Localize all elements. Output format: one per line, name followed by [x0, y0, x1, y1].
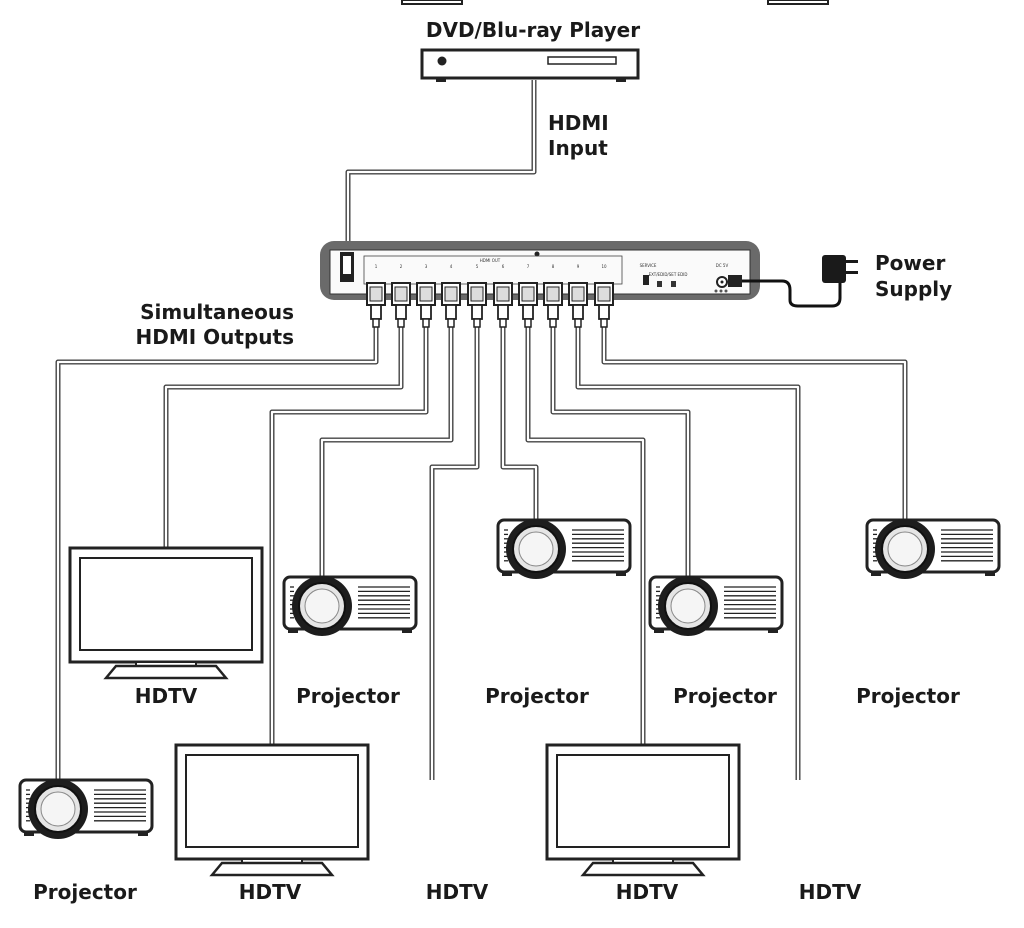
output-cable-4: [319, 300, 454, 577]
device-label-8: Projector: [673, 684, 777, 708]
device-label-4: Projector: [296, 684, 400, 708]
simultaneous-outputs-label-line2: HDMI Outputs: [136, 325, 294, 349]
port-number-10: 10: [601, 264, 607, 269]
edid-label: EXT/EDID/SET EDID: [649, 272, 688, 277]
output-cable-6: [500, 300, 539, 548]
port-number-8: 8: [552, 264, 555, 269]
hdtv-7: HDTV: [545, 743, 741, 904]
projector-8: Projector: [648, 575, 784, 708]
output-cable-5: [429, 300, 480, 780]
hdmi-output-connector-7: [518, 282, 538, 328]
hdmi-output-connector-5: [467, 282, 487, 328]
device-label-1: HDTV: [135, 684, 198, 708]
output-cable-7: [525, 300, 646, 745]
device-label-2: Projector: [33, 880, 137, 904]
hdmi-output-connector-9: [568, 282, 588, 328]
device-label-9: HDTV: [799, 880, 862, 904]
hdmi-output-connector-2: [391, 282, 411, 328]
port-number-7: 7: [527, 264, 530, 269]
hdtv-5: HDTV: [402, 0, 489, 904]
simultaneous-outputs-label-line1: Simultaneous: [140, 300, 294, 324]
device-label-10: Projector: [856, 684, 960, 708]
output-cable-1: [55, 300, 379, 780]
power-cable: [728, 275, 842, 308]
output-cable-10: [601, 300, 908, 548]
output-cable-2: [163, 300, 404, 548]
output-cables: [55, 300, 908, 780]
dc-label: DC 5V: [716, 263, 729, 268]
device-label-5: HDTV: [426, 880, 489, 904]
hdmi-output-connector-10: [594, 282, 614, 328]
source-label: DVD/Blu-ray Player: [426, 18, 640, 42]
hdmi-output-connector-4: [441, 282, 461, 328]
port-number-9: 9: [577, 264, 580, 269]
port-number-labels: 1 2 3 4 5 6 7 8 9 10: [375, 264, 607, 269]
projector-4: Projector: [282, 575, 418, 708]
power-adapter: [822, 255, 858, 283]
hdmi-input-label-line1: HDMI: [548, 111, 609, 135]
port-number-3: 3: [425, 264, 428, 269]
hdmi-output-connector-1: [366, 282, 386, 328]
hdtv-9: HDTV: [768, 0, 862, 904]
hdmi-input-cable: [345, 80, 537, 252]
port-number-6: 6: [502, 264, 505, 269]
hdmi-output-connector-8: [543, 282, 563, 328]
projector-6: Projector: [485, 518, 632, 708]
service-label: SERVICE: [640, 263, 657, 268]
output-cable-9: [575, 300, 801, 780]
hdmi-output-connector-6: [493, 282, 513, 328]
projector-2: Projector: [18, 778, 154, 904]
port-number-4: 4: [450, 264, 453, 269]
port-number-2: 2: [400, 264, 403, 269]
hdmi-out-panel-label: HDMI OUT: [480, 258, 501, 263]
device-label-6: Projector: [485, 684, 589, 708]
power-supply-label-line2: Supply: [875, 277, 952, 301]
hdtv-3: HDTV: [174, 743, 370, 904]
hdmi-output-connector-3: [416, 282, 436, 328]
port-number-5: 5: [476, 264, 479, 269]
output-cable-3: [269, 300, 429, 745]
output-connectors: [366, 282, 614, 328]
device-label-3: HDTV: [239, 880, 302, 904]
power-supply-label-line1: Power: [875, 251, 945, 275]
hdtv-1: HDTV: [68, 546, 264, 708]
port-number-1: 1: [375, 264, 378, 269]
projector-10: Projector: [856, 518, 1001, 708]
device-label-7: HDTV: [616, 880, 679, 904]
output-cable-8: [550, 300, 691, 577]
dvd-player: [420, 48, 640, 82]
hdmi-input-label-line2: Input: [548, 136, 608, 160]
